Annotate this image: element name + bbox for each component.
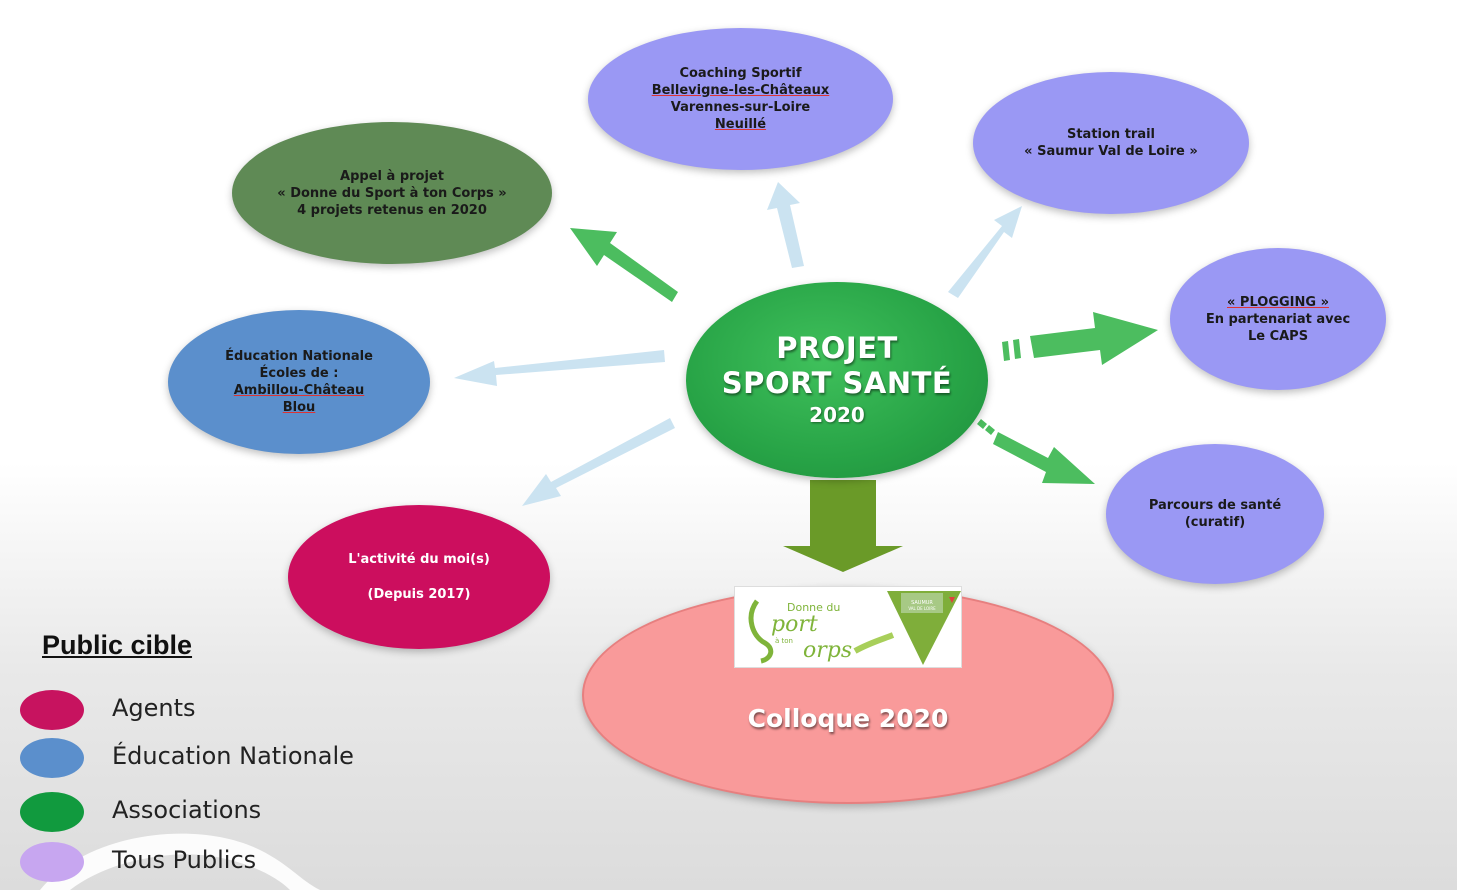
node-activite-line1: L'activité du moi(s)	[348, 552, 490, 567]
center-year: 2020	[809, 403, 865, 427]
node-coaching-line2: Bellevigne-les-Châteaux	[651, 83, 830, 98]
colloque-label: Colloque 2020	[747, 704, 949, 733]
node-education-line2: Écoles de :	[259, 366, 339, 381]
svg-text:Donne du: Donne du	[787, 601, 840, 614]
svg-text:orps: orps	[803, 638, 852, 663]
node-activite-line2: (Depuis 2017)	[367, 587, 471, 602]
center-title-line1: PROJET	[776, 331, 898, 365]
decorative-swoosh	[40, 833, 320, 890]
node-parcours-sante: Parcours de santé (curatif)	[1106, 444, 1324, 584]
arrow-to-appel	[570, 228, 678, 302]
node-education-line4: Blou	[282, 400, 316, 415]
node-plogging-line1: « PLOGGING »	[1227, 294, 1329, 310]
node-coaching-line3: Varennes-sur-Loire	[670, 100, 811, 115]
node-plogging-line3: Le CAPS	[1247, 328, 1309, 344]
legend-dot-agents	[20, 690, 84, 730]
node-coaching-line1: Coaching Sportif	[679, 66, 802, 81]
arrow-to-plogging	[1002, 312, 1158, 365]
sport-corps-logo: Donne du port à ton orps SAUMUR VAL DE L…	[748, 591, 961, 665]
node-coaching-line4: Neuillé	[714, 117, 767, 132]
legend-title: Public cible	[42, 630, 193, 660]
node-coaching-sportif: Coaching Sportif Bellevigne-les-Châteaux…	[588, 28, 893, 170]
node-station-line2: « Saumur Val de Loire »	[1024, 144, 1198, 159]
arrow-to-station	[948, 206, 1022, 298]
legend-label-associations: Associations	[112, 796, 262, 824]
node-plogging-line2: En partenariat avec	[1205, 311, 1351, 327]
node-appel-line2: « Donne du Sport à ton Corps »	[277, 185, 507, 201]
center-node: PROJET SPORT SANTÉ 2020	[686, 282, 988, 478]
node-education-nationale: Éducation Nationale Écoles de : Ambillou…	[168, 310, 430, 454]
svg-text:VAL DE LOIRE: VAL DE LOIRE	[908, 606, 936, 611]
partner-logos: Donne du port à ton orps SAUMUR VAL DE L…	[734, 586, 962, 668]
center-title-line2: SPORT SANTÉ	[721, 366, 953, 400]
svg-text:port: port	[771, 612, 818, 637]
node-parcours-line1: Parcours de santé	[1148, 498, 1282, 513]
legend-label-agents: Agents	[112, 694, 196, 722]
svg-text:à ton: à ton	[775, 637, 793, 645]
node-station-line1: Station trail	[1066, 127, 1156, 142]
node-education-line3: Ambillou-Château	[233, 383, 365, 398]
svg-text:SAUMUR: SAUMUR	[911, 600, 933, 606]
arrow-to-colloque	[783, 480, 903, 572]
node-activite-du-mois: L'activité du moi(s) (Depuis 2017)	[288, 505, 550, 649]
legend-dot-education	[20, 738, 84, 778]
node-appel-line3: 4 projets retenus en 2020	[297, 202, 487, 218]
node-appel-line1: Appel à projet	[340, 168, 444, 184]
legend-dot-associations	[20, 792, 84, 832]
arrow-to-parcours	[977, 419, 1095, 484]
legend-label-tous-publics: Tous Publics	[112, 846, 257, 874]
arrow-to-education	[454, 350, 665, 386]
node-parcours-line2: (curatif)	[1184, 515, 1246, 530]
legend-label-education: Éducation Nationale	[112, 742, 354, 770]
arrow-to-coaching	[767, 182, 804, 268]
node-education-line1: Éducation Nationale	[225, 349, 373, 364]
node-appel-projet: Appel à projet « Donne du Sport à ton Co…	[232, 122, 552, 264]
legend-dot-tous-publics	[20, 842, 84, 882]
arrow-to-activite	[522, 418, 675, 506]
node-plogging: « PLOGGING » En partenariat avec Le CAPS	[1170, 248, 1386, 390]
node-station-trail: Station trail « Saumur Val de Loire »	[973, 72, 1249, 214]
